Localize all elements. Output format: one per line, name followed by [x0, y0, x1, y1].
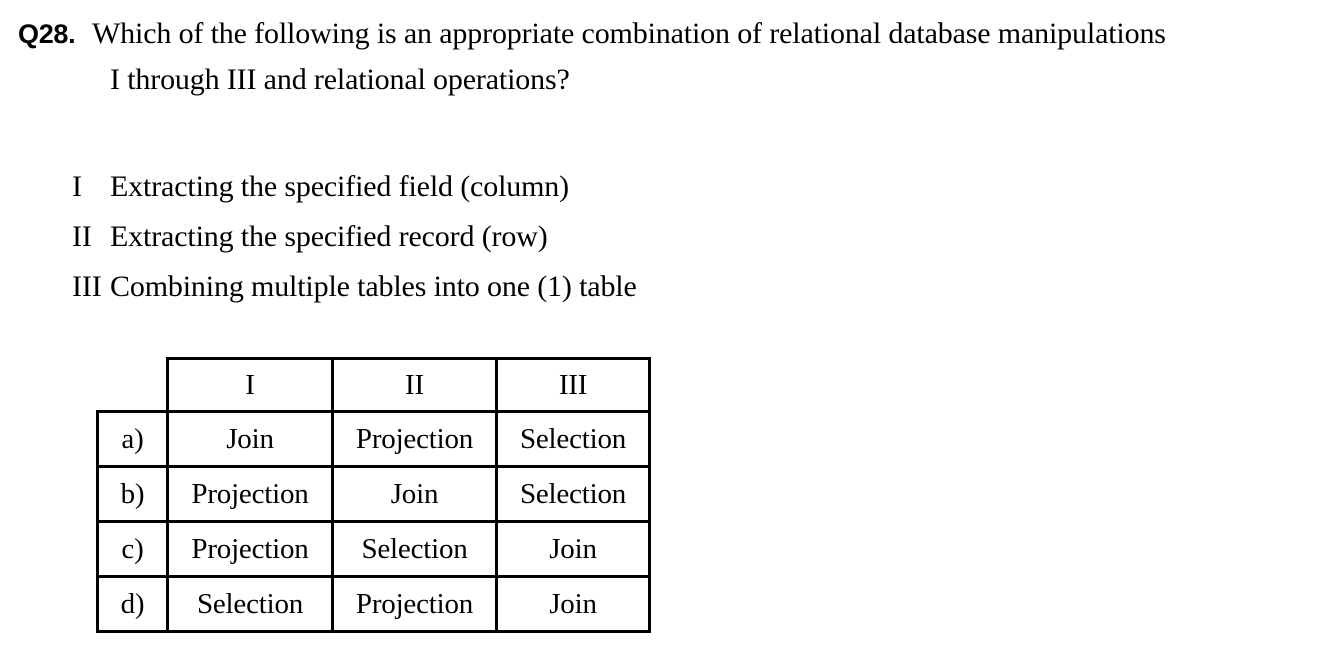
- table-row[interactable]: d) Selection Projection Join: [96, 575, 651, 633]
- option-d-cell-iii[interactable]: Join: [495, 575, 651, 633]
- answer-options-table: I II III a) Join Projection Selection b)…: [96, 357, 651, 633]
- question-text-line-1: Which of the following is an appropriate…: [92, 17, 1166, 50]
- question-text-line-2: I through III and relational operations?: [110, 63, 570, 96]
- column-header-iii: III: [495, 357, 651, 413]
- statement-text-i: Extracting the specified field (column): [110, 170, 569, 203]
- table-row[interactable]: b) Projection Join Selection: [96, 465, 651, 523]
- option-label-a[interactable]: a): [96, 410, 169, 468]
- statement-text-iii: Combining multiple tables into one (1) t…: [110, 270, 637, 303]
- statement-numeral-i: I: [72, 170, 82, 203]
- option-d-cell-ii[interactable]: Projection: [331, 575, 498, 633]
- option-c-cell-ii[interactable]: Selection: [331, 520, 498, 578]
- statement-numeral-ii: II: [72, 220, 92, 253]
- option-c-cell-iii[interactable]: Join: [495, 520, 651, 578]
- table-header-row: I II III: [98, 357, 651, 413]
- option-d-cell-i[interactable]: Selection: [166, 575, 334, 633]
- option-label-d[interactable]: d): [96, 575, 169, 633]
- option-label-c[interactable]: c): [96, 520, 169, 578]
- option-a-cell-iii[interactable]: Selection: [495, 410, 651, 468]
- statement-list: I Extracting the specified field (column…: [0, 162, 1329, 312]
- statement-text-ii: Extracting the specified record (row): [110, 220, 548, 253]
- table-corner-blank: [98, 359, 168, 412]
- column-header-i: I: [166, 357, 334, 413]
- statement-numeral-iii: III: [72, 270, 102, 303]
- option-a-cell-ii[interactable]: Projection: [331, 410, 498, 468]
- statement-item-iii: III Combining multiple tables into one (…: [0, 262, 1329, 312]
- option-c-cell-i[interactable]: Projection: [166, 520, 334, 578]
- question-number: Q28.: [18, 19, 76, 49]
- answer-table-container: I II III a) Join Projection Selection b)…: [96, 357, 651, 633]
- option-b-cell-iii[interactable]: Selection: [495, 465, 651, 523]
- option-label-b[interactable]: b): [96, 465, 169, 523]
- table-row[interactable]: c) Projection Selection Join: [96, 520, 651, 578]
- option-a-cell-i[interactable]: Join: [166, 410, 334, 468]
- column-header-ii: II: [331, 357, 498, 413]
- option-b-cell-ii[interactable]: Join: [331, 465, 498, 523]
- table-row[interactable]: a) Join Projection Selection: [96, 410, 651, 468]
- statement-item-ii: II Extracting the specified record (row): [0, 212, 1329, 262]
- question-block: Q28. Which of the following is an approp…: [0, 11, 1329, 103]
- option-b-cell-i[interactable]: Projection: [166, 465, 334, 523]
- question-first-line: Q28. Which of the following is an approp…: [0, 11, 1329, 57]
- statement-item-i: I Extracting the specified field (column…: [0, 162, 1329, 212]
